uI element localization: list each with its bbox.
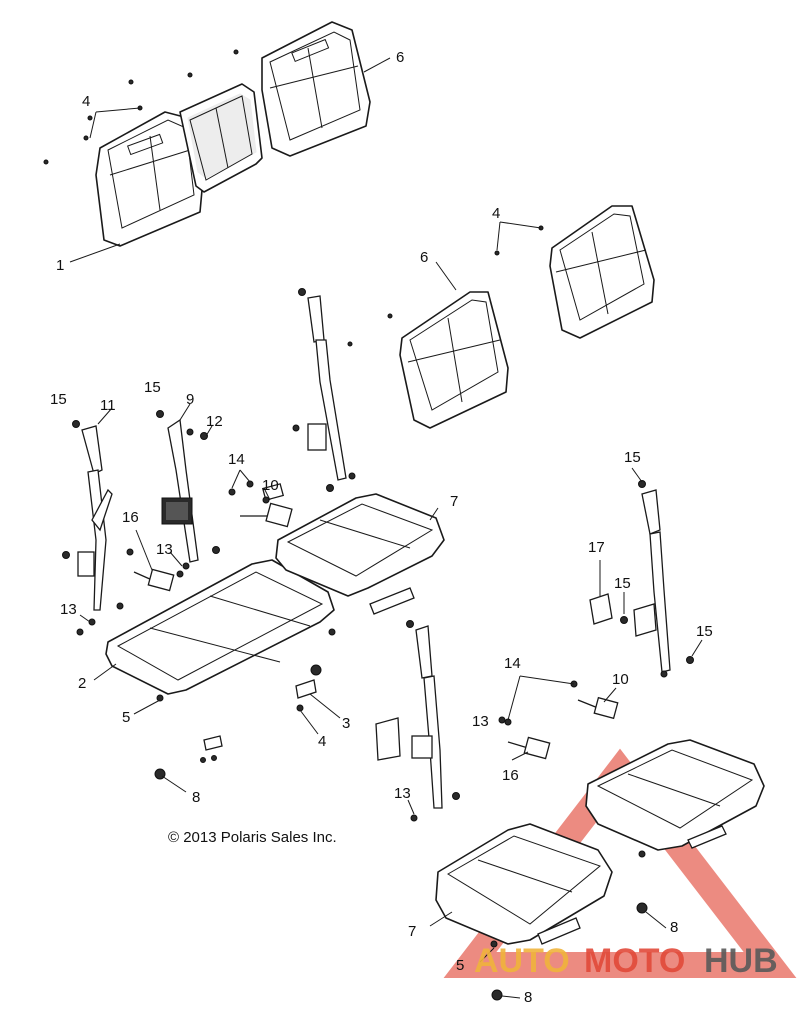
seat-bottom-7-top bbox=[275, 493, 445, 615]
callout-8-bottom: 8 bbox=[524, 989, 532, 1006]
callout-7-lower: 7 bbox=[408, 923, 416, 940]
buckle-10-right bbox=[570, 680, 619, 720]
callout-labels: 1 4 6 4 6 15 11 15 9 12 14 10 7 16 13 13… bbox=[50, 49, 713, 1006]
callout-16-right: 16 bbox=[502, 767, 519, 784]
seat-bottom-right-lower bbox=[585, 739, 765, 858]
callout-9: 9 bbox=[186, 391, 194, 408]
seatbelt-center-rear bbox=[292, 288, 356, 492]
callout-5-left: 5 bbox=[122, 709, 130, 726]
callout-15-c: 15 bbox=[624, 449, 641, 466]
clips-and-nuts bbox=[76, 562, 648, 1001]
callout-14-right: 14 bbox=[504, 655, 521, 672]
copyright-notice: © 2013 Polaris Sales Inc. bbox=[168, 829, 337, 846]
callout-1: 1 bbox=[56, 257, 64, 274]
callout-10-right: 10 bbox=[612, 671, 629, 688]
callout-8-left: 8 bbox=[192, 789, 200, 806]
backrest-left-top bbox=[95, 111, 203, 247]
leader-lines bbox=[69, 57, 703, 999]
callout-14-left: 14 bbox=[228, 451, 245, 468]
callout-17: 17 bbox=[588, 539, 605, 556]
backrest-mid-left bbox=[399, 291, 509, 429]
callout-15-e: 15 bbox=[696, 623, 713, 640]
callout-3: 3 bbox=[342, 715, 350, 732]
seatbelt-right bbox=[620, 480, 694, 678]
callout-13-b: 13 bbox=[60, 601, 77, 618]
watermark-logo: AUTO MOTO HUB bbox=[474, 942, 778, 980]
buckle-16-left bbox=[126, 548, 175, 592]
callout-15-d: 15 bbox=[614, 575, 631, 592]
backrest-right-top bbox=[261, 21, 371, 157]
seat-bottom-7-lower bbox=[435, 823, 613, 948]
callout-15-b: 15 bbox=[144, 379, 161, 396]
fasteners-top bbox=[43, 49, 239, 165]
callout-4-right: 4 bbox=[492, 205, 500, 222]
callout-2: 2 bbox=[78, 675, 86, 692]
callout-11: 11 bbox=[100, 397, 116, 414]
callout-13-c: 13 bbox=[472, 713, 489, 730]
callout-10-left: 10 bbox=[262, 477, 279, 494]
callout-4-lower: 4 bbox=[318, 733, 326, 750]
callout-12: 12 bbox=[206, 413, 223, 430]
seatbelt-left-outer bbox=[62, 420, 124, 611]
watermark-moto: MOTO bbox=[584, 942, 685, 980]
callout-6-top: 6 bbox=[396, 49, 404, 66]
callout-8-right: 8 bbox=[670, 919, 678, 936]
callout-15-a: 15 bbox=[50, 391, 67, 408]
callout-7-top: 7 bbox=[450, 493, 458, 510]
buckle-16-right bbox=[504, 718, 551, 760]
callout-6-mid: 6 bbox=[420, 249, 428, 266]
callout-16-left: 16 bbox=[122, 509, 139, 526]
callout-13-d: 13 bbox=[394, 785, 411, 802]
callout-4-top: 4 bbox=[82, 93, 90, 110]
seatbelt-left-center bbox=[156, 410, 220, 563]
buckle-10-left bbox=[228, 480, 293, 528]
backrest-center-top bbox=[179, 83, 263, 193]
bracket-17 bbox=[589, 593, 613, 625]
seatbelt-bottom-center bbox=[375, 620, 460, 809]
callout-5-right: 5 bbox=[456, 957, 464, 974]
watermark-hub: HUB bbox=[704, 942, 778, 980]
watermark-auto: AUTO bbox=[474, 942, 570, 980]
seat-bottom-2 bbox=[105, 559, 336, 695]
backrest-mid-right bbox=[549, 205, 655, 339]
callout-13-a: 13 bbox=[156, 541, 173, 558]
